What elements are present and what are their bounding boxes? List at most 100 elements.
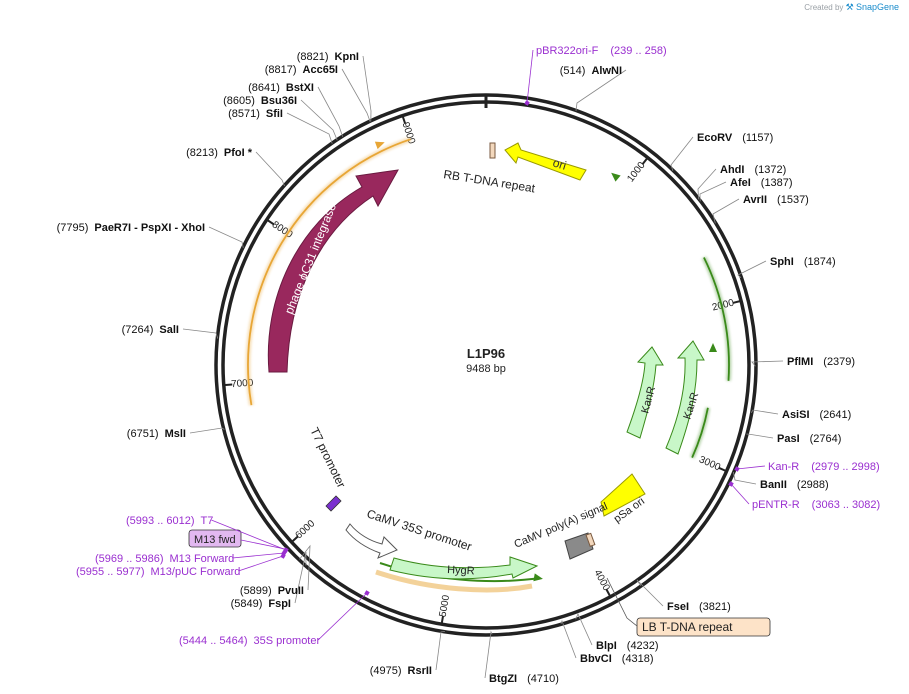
site-position: (2641) bbox=[820, 409, 852, 421]
site-label[interactable]: AfeI (1387) bbox=[730, 177, 793, 189]
primer-label[interactable]: (5444 .. 5464)35S promoter bbox=[179, 635, 320, 647]
primer-range: (239 .. 258) bbox=[610, 45, 666, 57]
site-name: AfeI bbox=[730, 177, 751, 189]
integrase-label: phage ϕC31 integrase bbox=[282, 201, 339, 316]
site-position: (1874) bbox=[804, 256, 836, 268]
site-position: (5849) bbox=[231, 598, 263, 610]
primer-name: M13 Forward bbox=[170, 553, 235, 565]
site-label[interactable]: BtgZI(4710) bbox=[489, 673, 559, 685]
site-position: (5899) bbox=[240, 585, 272, 597]
green-arrowhead-2 bbox=[709, 343, 717, 352]
site-label[interactable]: (7795)PaeR7I - PspXI - XhoI bbox=[57, 222, 205, 234]
hygr-orange-strand bbox=[375, 569, 533, 593]
site-name: AhdI bbox=[720, 164, 744, 176]
site-leader bbox=[697, 168, 717, 200]
site-leader bbox=[435, 630, 445, 671]
hygr-arrowhead bbox=[533, 573, 543, 582]
rb-box bbox=[489, 142, 496, 159]
m13-fwd-box bbox=[188, 529, 242, 548]
site-leader bbox=[182, 328, 219, 339]
site-position: (4232) bbox=[627, 640, 659, 652]
site-label[interactable]: (8605) Bsu36I bbox=[223, 95, 297, 107]
site-leader bbox=[636, 579, 664, 607]
site-name: PvuII bbox=[278, 585, 304, 597]
site-leader bbox=[286, 112, 333, 144]
site-name: SfiI bbox=[266, 108, 283, 120]
primer-range: (5444 .. 5464) bbox=[179, 635, 248, 647]
tick-mark bbox=[440, 615, 445, 625]
site-label[interactable]: (8821) KpnI bbox=[297, 51, 359, 63]
site-position: (8641) bbox=[248, 82, 280, 94]
primer-name: T7 bbox=[201, 515, 214, 527]
site-leader bbox=[560, 619, 577, 659]
primer-label[interactable]: (5969 .. 5986)M13 Forward bbox=[95, 553, 234, 565]
green-strand-lower bbox=[691, 407, 709, 459]
site-position: (7795) bbox=[57, 222, 89, 234]
plasmid-name: L1P96 bbox=[467, 346, 505, 361]
site-name: AvrII bbox=[743, 194, 767, 206]
site-label[interactable]: BanII(2988) bbox=[760, 479, 829, 491]
site-leader bbox=[317, 86, 344, 137]
site-label[interactable]: (5849)FspI bbox=[231, 598, 291, 610]
tick-mark bbox=[718, 466, 727, 473]
site-position: (8821) bbox=[297, 51, 329, 63]
primer-leader bbox=[211, 519, 287, 551]
site-position: (514) bbox=[560, 65, 586, 77]
tick-mark bbox=[641, 156, 649, 165]
site-position: (4710) bbox=[527, 673, 559, 685]
site-label[interactable]: PasI(2764) bbox=[777, 433, 841, 445]
primer-range: (5955 .. 5977) bbox=[76, 566, 145, 578]
lb-label: LB T-DNA repeat bbox=[642, 620, 733, 634]
site-name: Bsu36I bbox=[261, 95, 297, 107]
primer-label[interactable]: (5993 .. 6012)T7 bbox=[126, 515, 213, 527]
site-leader bbox=[300, 99, 338, 141]
site-name: PflMI bbox=[787, 356, 813, 368]
site-label[interactable]: (8571)SfiI bbox=[228, 108, 283, 120]
primer-sites: pBR322ori-F(239 .. 258) Kan-R(2979 .. 299… bbox=[76, 45, 880, 647]
primer-label[interactable]: Kan-R(2979 .. 2998) bbox=[768, 461, 880, 473]
rb-label: RB T-DNA repeat bbox=[443, 167, 537, 195]
lb-small-box bbox=[585, 532, 596, 547]
primer-label[interactable]: pENTR-R(3063 .. 3082) bbox=[752, 499, 880, 511]
site-label[interactable]: (8817)Acc65I bbox=[265, 64, 338, 76]
site-position: (3821) bbox=[699, 601, 731, 613]
site-label[interactable]: FseI(3821) bbox=[667, 601, 731, 613]
site-label[interactable]: BlpI(4232) bbox=[596, 640, 659, 652]
site-leader bbox=[484, 630, 493, 679]
site-position: (1387) bbox=[761, 177, 793, 189]
plasmid-size: 9488 bp bbox=[466, 363, 506, 375]
site-position: (8605) bbox=[223, 95, 255, 107]
site-label[interactable]: SphI(1874) bbox=[770, 256, 836, 268]
tick-mark bbox=[401, 115, 407, 124]
site-label[interactable]: AsiSI(2641) bbox=[782, 409, 851, 421]
site-leader bbox=[294, 551, 307, 604]
site-label[interactable]: AvrII(1537) bbox=[743, 194, 809, 206]
credit-prefix: Created by bbox=[804, 3, 844, 12]
site-label[interactable]: (514)AlwNI bbox=[560, 65, 622, 77]
green-arrowhead-1 bbox=[611, 172, 621, 182]
site-label[interactable]: (5899) PvuII bbox=[240, 585, 304, 597]
site-name: MslI bbox=[165, 428, 186, 440]
hygr-arrow bbox=[389, 556, 539, 580]
site-label[interactable]: (7264)SalI bbox=[122, 324, 179, 336]
site-leader bbox=[575, 69, 627, 112]
primer-label[interactable]: pBR322ori-F(239 .. 258) bbox=[536, 45, 667, 57]
site-label[interactable]: (6751)MslI bbox=[127, 428, 186, 440]
site-label[interactable]: (8641)BstXI bbox=[248, 82, 314, 94]
tick-mark bbox=[266, 218, 275, 226]
site-label[interactable]: PflMI(2379) bbox=[787, 356, 855, 368]
site-label[interactable]: (8213)PfoI * bbox=[186, 147, 253, 159]
m13-fwd-leader bbox=[240, 539, 286, 550]
site-label[interactable]: BbvCI(4318) bbox=[580, 653, 654, 665]
primer-label[interactable]: (5955 .. 5977)M13/pUC Forward bbox=[76, 566, 240, 578]
site-label[interactable]: EcoRV(1157) bbox=[697, 132, 773, 144]
lb-leader bbox=[606, 577, 638, 627]
site-label[interactable]: (4975)RsrII bbox=[370, 665, 432, 677]
site-label[interactable]: AhdI(1372) bbox=[720, 164, 786, 176]
site-position: (4975) bbox=[370, 665, 402, 677]
tick-mark bbox=[223, 383, 233, 387]
site-leader bbox=[712, 198, 740, 224]
primer-leader bbox=[730, 483, 750, 505]
site-name: KpnI bbox=[335, 51, 359, 63]
feature-arcs bbox=[245, 136, 732, 593]
